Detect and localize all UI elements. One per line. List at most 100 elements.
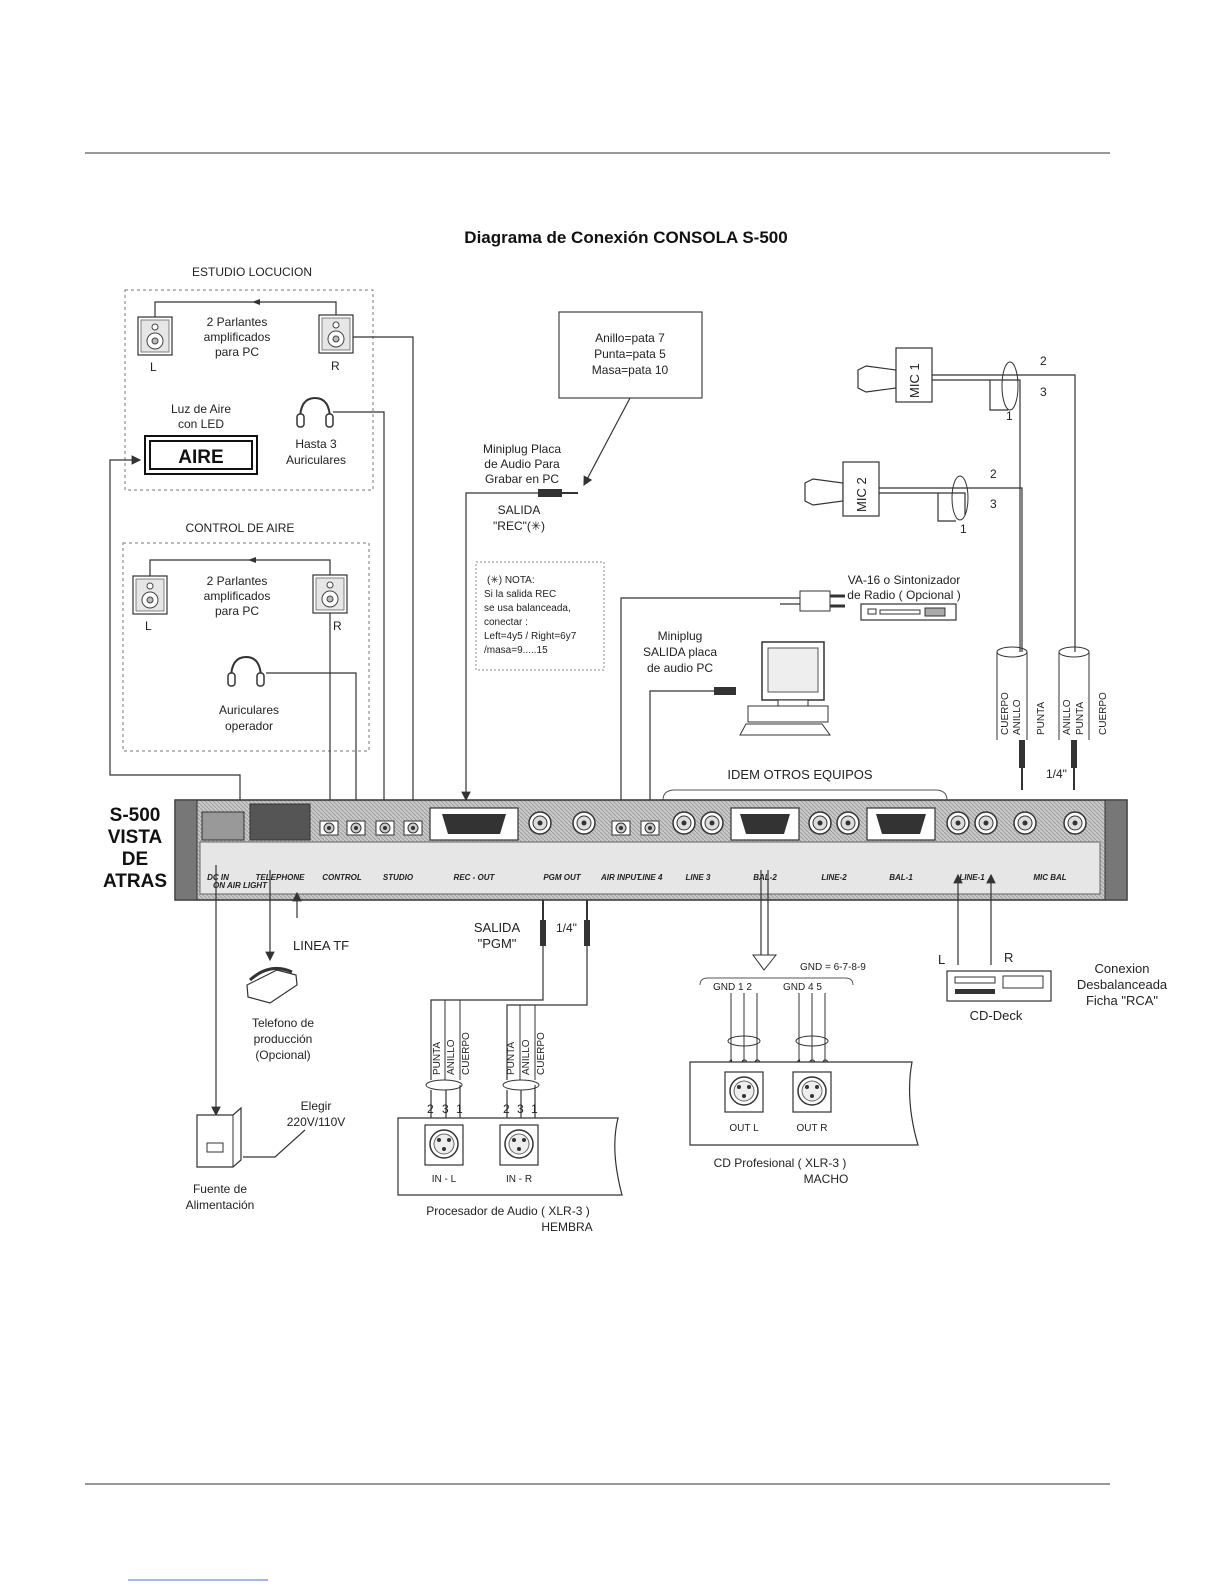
pgm-quarter-inch: 1/4" [556,921,577,935]
section-on-air-light: ON AIR LIGHT [213,881,268,890]
cd-out-l-label: OUT L [729,1123,759,1134]
conexion-line2: Desbalanceada [1077,977,1168,992]
power-supply-icon [196,1106,242,1168]
cd-out-l-xlr-icon [724,1071,764,1113]
section-bal2: BAL-2 [753,873,777,882]
mic2-label: MIC 2 [854,477,869,512]
mic1-body [895,347,933,403]
gnd-pins-right: GND 4 5 [783,982,822,993]
proc-l-pin1: 1 [456,1102,463,1116]
mic-quarter-inch: 1/4" [1046,767,1067,781]
console-label-line1: S-500 [110,805,161,826]
rec-out-db15-connector [429,807,519,841]
pc-group: Miniplug SALIDA placa de audio PC [643,629,831,814]
studio-jack-r [403,820,423,836]
rec-out-line2: "REC"(✳) [493,519,545,533]
air-input-jack [611,820,631,836]
air-light-line2: con LED [178,417,224,431]
control-jack-l [319,820,339,836]
speaker-left-icon [137,316,173,356]
rec-out-line1: SALIDA [498,503,541,517]
line2-rca-l [808,811,832,835]
telefono-line3: (Opcional) [255,1048,310,1062]
mic1-cable-cuerpo: CUERPO [1098,692,1109,735]
studio-speakers-line3: para PC [215,345,259,359]
control-left-label: L [145,619,152,633]
mic2-head-icon [804,478,844,506]
pgm-jack-right-icon [584,920,590,946]
procesador-line2: HEMBRA [541,1220,592,1234]
gnd-pins-left: GND 1 2 [713,982,752,993]
mic1-head-icon [857,365,897,393]
pc-out-line1: Miniplug [658,629,703,643]
proc-in-l-label: IN - L [432,1174,457,1185]
proc-in-r-label: IN - R [506,1174,532,1185]
proc-r-pin3: 3 [517,1102,524,1116]
mic2-pin2: 2 [990,467,997,481]
cd-out-r-label: OUT R [797,1123,828,1134]
telefono-line2: producción [254,1032,313,1046]
fuente-line1: Fuente de [193,1182,247,1196]
section-line2: LINE-2 [821,873,847,882]
console-label-line4: ATRAS [103,871,167,892]
section-dc-in: DC IN [207,873,229,882]
linea-tf-label: LINEA TF [293,938,349,953]
pgm-r-cuerpo: CUERPO [536,1032,547,1075]
phone-power-group: LINEA TF Telefono de producción (Opciona… [186,865,349,1212]
control-jack-r [346,820,366,836]
cd-deck-l: L [938,952,945,967]
control-speaker-right-icon [312,574,348,614]
pc-keyboard-icon [739,723,831,736]
mic1-cable-punta: PUNTA [1075,702,1086,735]
line3-rca-l [672,811,696,835]
mic-group: MIC 1 2 3 1 MIC 2 2 3 1 CUERPO ANILLO PU… [804,347,1109,790]
dc-in-connector [201,811,245,841]
section-pgm-out: PGM OUT [543,873,581,882]
operator-headphones-icon [227,656,265,687]
section-mic-bal: MIC BAL [1033,873,1066,882]
cd-out-r-xlr-icon [792,1071,832,1113]
section-line3: LINE 3 [686,873,711,882]
console-label-line3: DE [122,849,148,870]
mic1-jack-plug-icon [1071,740,1077,768]
operator-headphones-line1: Auriculares [219,703,279,717]
pgm-l-punta: PUNTA [432,1042,443,1075]
idem-bracket [662,789,948,801]
note-line5: Left=4y5 / Right=6y7 [484,631,577,642]
studio-speakers-line1: 2 Parlantes [207,315,268,329]
air-sign-text: AIRE [178,447,223,468]
pgm-group: SALIDA "PGM" 1/4" PUNTA ANILLO CUERPO PU… [397,900,623,1234]
proc-r-pin1: 1 [531,1102,538,1116]
mic2-pin1: 1 [960,522,967,536]
pc-miniplug-icon [714,687,736,695]
cd-deck-group: L R CD-Deck Conexion Desbalanceada Ficha… [938,873,1168,1023]
control-speaker-left-icon [132,575,168,615]
telephone-icon [246,969,298,1004]
mic1-cable-anillo: ANILLO [1062,699,1073,735]
rec-plug-line1: Miniplug Placa [483,442,561,456]
cd-deck-label: CD-Deck [970,1008,1023,1023]
section-rec-out: REC - OUT [454,873,496,882]
tuner-rca-plugs-icon [799,590,831,612]
console-rear-panel: S-500 VISTA DE ATRAS DC IN ON AIR LIGHT [103,799,1128,901]
control-right-label: R [333,619,342,633]
pgm-out-rca-r [572,811,596,835]
studio-speakers-line2: amplificados [204,330,271,344]
telephone-connector [249,803,311,841]
pc-out-line3: de audio PC [647,661,713,675]
proc-r-pin2: 2 [503,1102,510,1116]
line3-rca-r [700,811,724,835]
tuner-group: VA-16 o Sintonizador de Radio ( Opcional… [616,573,961,814]
note-line1: (✳) NOTA: [487,575,535,586]
air-light-line1: Luz de Aire [171,402,231,416]
pinout-line2: Punta=pata 5 [594,347,666,361]
studio-left-label: L [150,360,157,374]
pinout-box [558,311,703,399]
rec-plug-line2: de Audio Para [484,457,560,471]
pgm-out-rca-l [528,811,552,835]
line4-jack [640,820,660,836]
conexion-line3: Ficha "RCA" [1086,993,1158,1008]
section-bal1: BAL-1 [889,873,913,882]
pc-case-icon [747,705,829,723]
section-line1: LINE-1 [959,873,985,882]
